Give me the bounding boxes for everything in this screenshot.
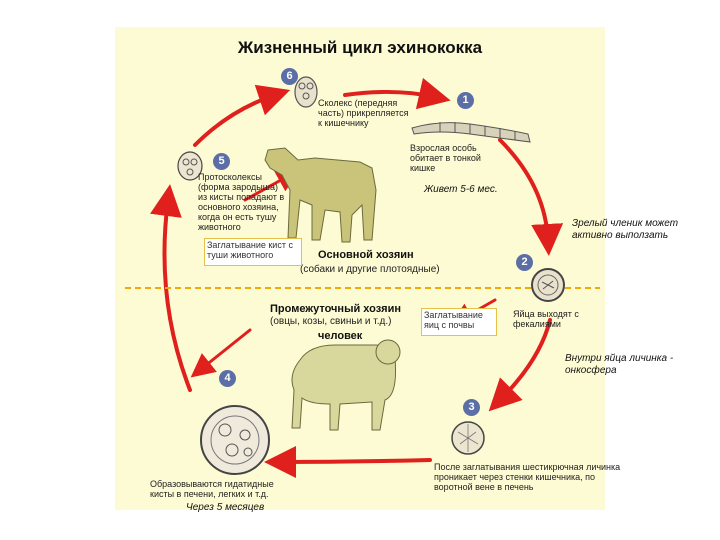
scolex-icon [295, 77, 317, 107]
segment-annotation: Зрелый членик может активно выползать [572, 218, 700, 242]
step-number-5: 5 [213, 153, 230, 170]
arrow-1-to-2 [500, 140, 548, 240]
step-4-text: Образовываются гидатидные кисты в печени… [150, 479, 300, 499]
step-number-4: 4 [219, 370, 236, 387]
arrow-sheep-to-cyst [200, 330, 250, 370]
definitive-host-detail: (собаки и другие плотоядные) [300, 265, 440, 275]
ingest-eggs-box: Заглатывание яиц с почвы [421, 308, 497, 336]
step-number-3: 3 [463, 399, 480, 416]
diagram-title: Жизненный цикл эхинококка [120, 38, 600, 58]
step-number-2: 2 [516, 254, 533, 271]
step-number-6: 6 [281, 68, 298, 85]
larva-icon [452, 422, 484, 454]
arrow-5-to-6 [195, 95, 275, 145]
lifespan-annotation: Живет 5-6 мес. [424, 184, 498, 196]
step-3-text: После заглатывания шестикрючная личинка … [434, 462, 634, 492]
step-6-text: Сколекс (передняя часть) прикрепляется к… [318, 98, 410, 128]
step-1-text: Взрослая особь обитает в тонкой кишке [410, 143, 500, 173]
step-5-text: Протосколексы (форма зародыша) из кисты … [198, 172, 288, 232]
egg-icon [532, 269, 564, 301]
adult-worm-icon [412, 122, 530, 142]
definitive-host-label: Основной хозяин [318, 249, 414, 261]
arrow-4-to-5 [164, 200, 190, 390]
sheep-icon [292, 340, 400, 430]
arrow-6-to-1 [345, 92, 435, 97]
hydatid-cyst-icon [201, 406, 269, 474]
months-annotation: Через 5 месяцев [186, 502, 264, 514]
step-2-text: Яйца выходят с фекалиями [513, 309, 593, 329]
step-number-1: 1 [457, 92, 474, 109]
ingest-cysts-box: Заглатывание кист с туши животного [204, 238, 302, 266]
oncosphere-annotation: Внутри яйца личинка - онкосфера [565, 353, 695, 377]
intermediate-host-extra: человек [318, 330, 362, 342]
intermediate-host-label: Промежуточный хозяин [270, 303, 401, 315]
intermediate-host-detail: (овцы, козы, свиньи и т.д.) [270, 317, 392, 327]
arrow-3-to-4 [280, 460, 430, 462]
arrow-2-to-3 [500, 320, 550, 400]
